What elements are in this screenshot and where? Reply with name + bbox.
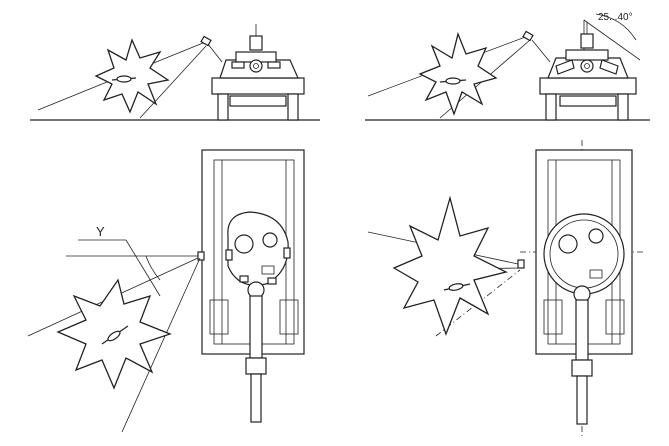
turret-top-view: [225, 211, 291, 286]
gun-barrel: [245, 281, 267, 423]
missile-icon: [439, 77, 467, 85]
explosion-burst-icon: [392, 195, 508, 336]
explosion-burst-icon: [94, 38, 170, 114]
launcher-icon: [197, 251, 205, 261]
launcher-icon: [517, 259, 525, 269]
launcher-icon: [200, 35, 212, 47]
tank-front-silhouette: [211, 24, 305, 121]
gun-barrel: [571, 285, 593, 425]
explosion-burst-icon: [418, 31, 498, 116]
panel-front-view-right: 25...40°: [365, 12, 650, 121]
panel-front-view-left: [30, 24, 320, 121]
missile-icon: [111, 75, 137, 83]
angle-label: 25...40°: [598, 12, 633, 23]
launcher-icon: [522, 30, 534, 42]
y-angle-label: Y: [96, 224, 105, 239]
tank-front-silhouette: [539, 22, 637, 121]
missile-icon: [443, 283, 471, 291]
fragment-ray: [121, 257, 201, 433]
fragment-ray: [139, 45, 207, 119]
missile-icon: [101, 325, 129, 345]
panel-top-view-right: [367, 140, 646, 436]
turret-top-view: [543, 213, 625, 295]
panel-top-view-left: Y: [27, 149, 305, 433]
